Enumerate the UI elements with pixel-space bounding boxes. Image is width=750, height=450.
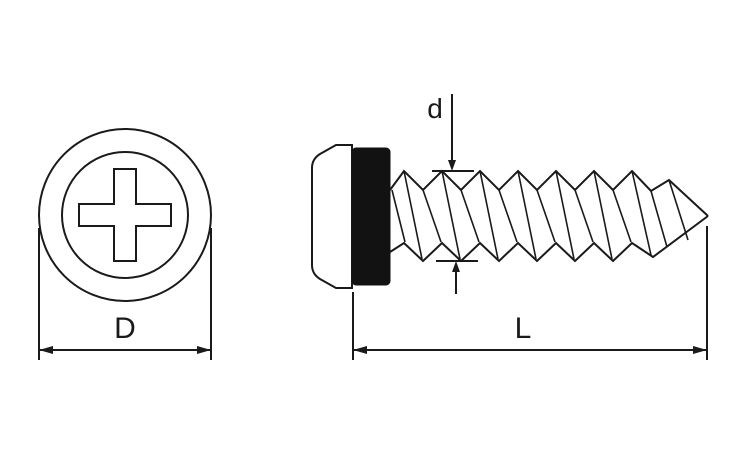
flange-head (311, 144, 353, 289)
dimension-d-arrowhead-top (448, 160, 456, 171)
dimension-L-extension-lines (352, 226, 708, 360)
thread-helix-lines (391, 170, 689, 260)
dimension-D: D (38, 228, 212, 360)
dimension-D-label: D (114, 312, 136, 345)
phillips-cross-recess (78, 168, 172, 262)
dimension-D-arrowhead-right (197, 346, 211, 354)
side-view (311, 144, 709, 289)
dimension-L-label: L (515, 312, 532, 345)
dimension-d-label: d (427, 93, 443, 124)
head-outer-circle (38, 128, 212, 302)
dimension-L-arrowhead-left (353, 346, 367, 354)
dimension-d-arrowhead-bottom (452, 261, 460, 272)
dimension-D-arrowhead-left (39, 346, 53, 354)
front-view (38, 128, 212, 302)
dimension-L-arrowhead-right (693, 346, 707, 354)
thread-bottom-outline (389, 215, 709, 263)
head-inner-circle (61, 151, 189, 279)
dimension-L: L (352, 226, 708, 360)
thread-top-outline (389, 169, 709, 217)
dimension-D-extension-lines (38, 228, 212, 360)
sealing-washer (351, 147, 391, 286)
dimension-d: d (427, 93, 478, 294)
